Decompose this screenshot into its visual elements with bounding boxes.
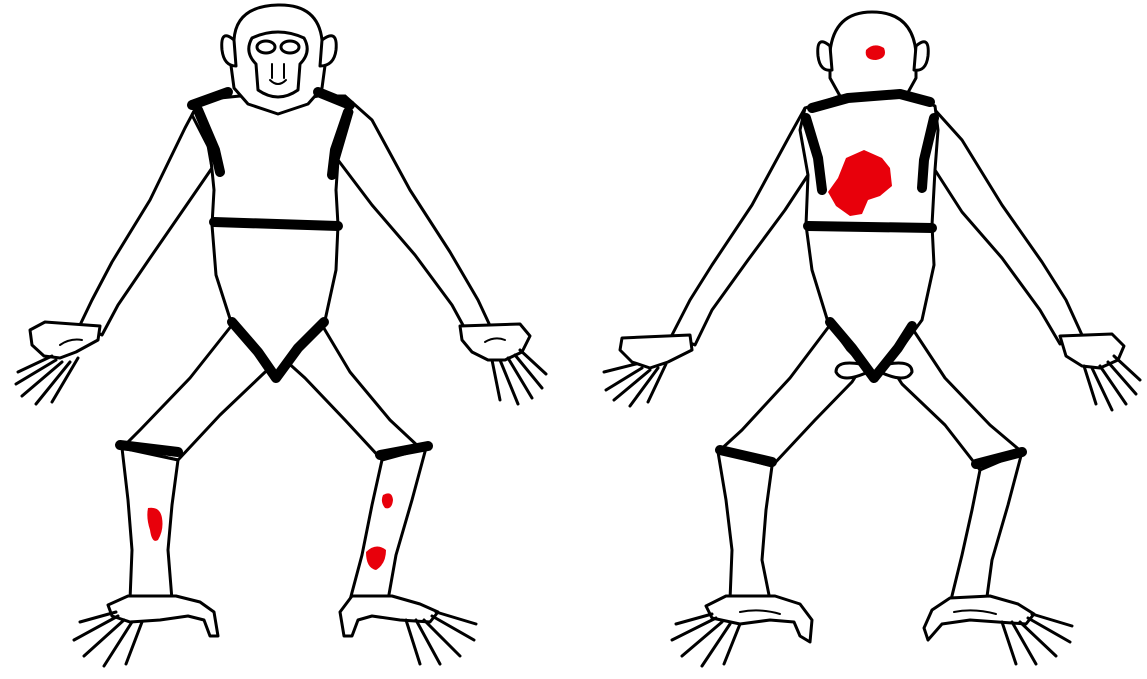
front-left-hand	[30, 322, 100, 358]
front-right-foot	[340, 596, 438, 636]
back-left-ear	[818, 42, 832, 70]
back-left-arm	[672, 108, 808, 345]
front-right-shin	[350, 448, 426, 600]
back-right-ear	[914, 42, 928, 70]
front-left-ear	[222, 36, 236, 66]
front-left-arm	[80, 100, 212, 335]
front-right-ear	[320, 36, 336, 66]
back-left-hand	[620, 335, 692, 368]
front-right-toes	[406, 612, 476, 664]
back-right-arm	[935, 110, 1082, 344]
back-view	[604, 12, 1140, 666]
front-right-arm	[338, 96, 492, 338]
front-left-foot	[108, 596, 218, 636]
front-face	[249, 32, 307, 97]
back-right-thigh	[888, 325, 1022, 470]
front-right-eye	[281, 41, 299, 53]
front-lesions	[147, 493, 393, 570]
front-view	[16, 5, 546, 666]
back-right-shin	[950, 452, 1022, 604]
back-left-shin	[718, 452, 772, 600]
back-right-toes	[1002, 614, 1072, 664]
front-left-fingers	[16, 356, 78, 404]
back-right-hand	[1060, 334, 1124, 368]
front-right-hand	[460, 324, 530, 360]
back-left-fingers	[604, 364, 666, 406]
front-left-eye	[257, 41, 275, 53]
